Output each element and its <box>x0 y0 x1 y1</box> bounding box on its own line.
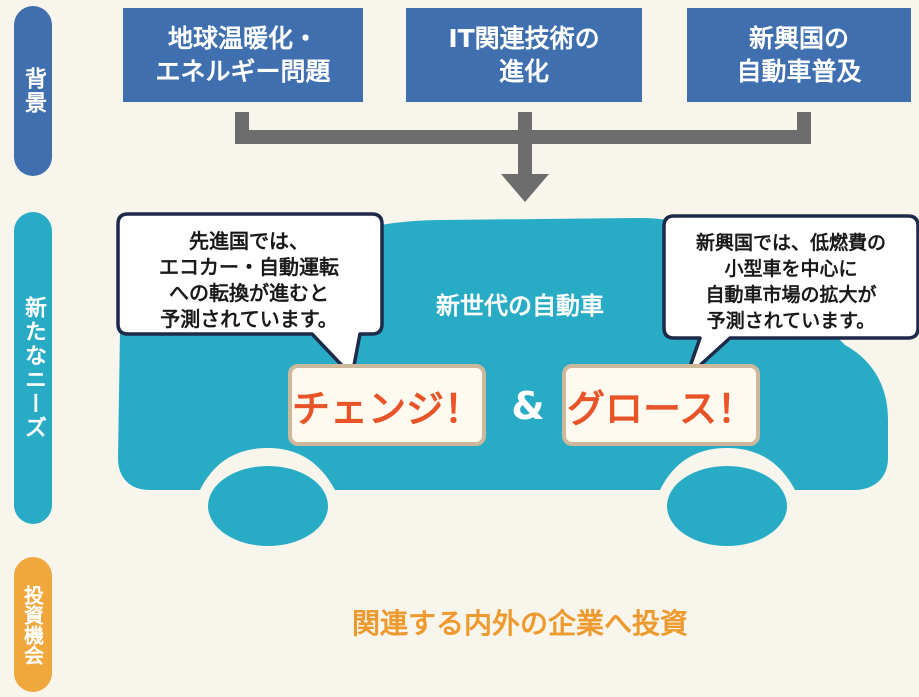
growth-label: グロース！ <box>566 386 756 431</box>
side-label-new-needs: 新たなニーズ <box>14 212 52 524</box>
investment-text: 関連する内外の企業へ投資 <box>351 607 688 640</box>
side-label-investment: 投資機会 <box>14 557 52 692</box>
background-box-warming: 地球温暖化・ エネルギー問題 <box>123 8 363 102</box>
change-box: チェンジ！ <box>288 364 486 446</box>
ampersand: & <box>511 384 545 428</box>
background-box-emerging-label: 新興国の 自動車普及 <box>736 24 862 86</box>
background-box-emerging: 新興国の 自動車普及 <box>687 8 911 102</box>
background-box-it-label: IT関連技術の 進化 <box>448 24 600 86</box>
right-bubble-text: 新興国では、低燃費の 小型車を中心に 自動車市場の拡大が 予測されています。 <box>695 232 886 332</box>
background-box-warming-label: 地球温暖化・ エネルギー問題 <box>155 24 331 86</box>
down-arrow-icon <box>235 112 811 202</box>
side-label-background: 背景 <box>14 6 52 176</box>
speech-bubble-right <box>662 214 919 380</box>
change-label: チェンジ！ <box>292 386 483 431</box>
left-bubble-text: 先進国では、 エコカー・自動運転 への転換が進むと 予測されています。 <box>159 229 339 331</box>
background-box-it: IT関連技術の 進化 <box>406 8 642 102</box>
speech-bubble-left <box>116 212 384 378</box>
growth-box: グロース！ <box>562 364 760 446</box>
car-title: 新世代の自動車 <box>436 292 604 320</box>
